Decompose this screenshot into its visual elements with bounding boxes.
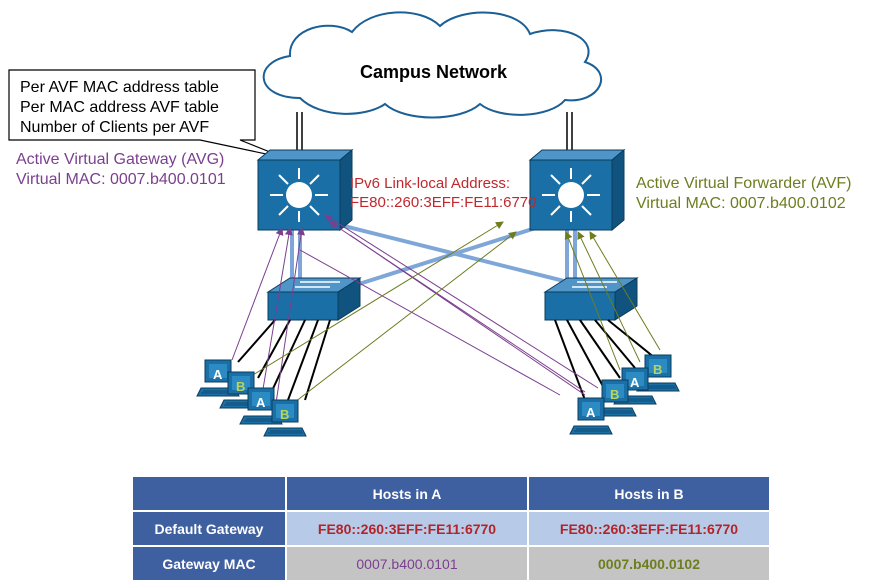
callout-box: [8, 69, 286, 159]
campus-network-cloud: [262, 11, 603, 119]
table-row: Default Gateway FE80::260:3EFF:FE11:6770…: [131, 510, 771, 547]
callout-line: Per AVF MAC address table: [20, 79, 219, 96]
avg-title: Active Virtual Gateway (AVG): [16, 151, 225, 168]
avg-label: Active Virtual Gateway (AVG) Virtual MAC…: [16, 150, 226, 190]
ipv6-label: IPv6 Link-local Address: FE80::260:3EFF:…: [350, 174, 537, 212]
host-label-a: A: [586, 405, 596, 420]
table-header-corner: [131, 475, 287, 512]
callout-line: Number of Clients per AVF: [20, 119, 210, 136]
table-header-hosts-b: Hosts in B: [527, 475, 771, 512]
access-switch-right: [543, 277, 639, 321]
gateway-table: Hosts in A Hosts in B Default Gateway FE…: [131, 475, 771, 582]
ipv6-address: FE80::260:3EFF:FE11:6770: [350, 194, 537, 211]
row-label-gateway-mac: Gateway MAC: [131, 545, 287, 582]
avg-router: [256, 148, 354, 232]
callout-text: Per AVF MAC address table Per MAC addres…: [20, 78, 219, 138]
table-header-hosts-a: Hosts in A: [285, 475, 529, 512]
avf-flows: [247, 221, 661, 413]
host-label-b: B: [610, 387, 619, 402]
host-cables: [237, 319, 656, 409]
cloud-title: Campus Network: [360, 62, 508, 82]
avf-title: Active Virtual Forwarder (AVF): [636, 175, 852, 192]
gateway-mac-b: 0007.b400.0102: [527, 545, 771, 582]
avf-router: [528, 148, 626, 232]
default-gateway-a: FE80::260:3EFF:FE11:6770: [285, 510, 529, 547]
host-label-a: A: [630, 375, 640, 390]
access-switch-left: [266, 277, 362, 321]
row-label-default-gateway: Default Gateway: [131, 510, 287, 547]
table-header-row: Hosts in A Hosts in B: [131, 475, 771, 512]
host-label-a: A: [256, 395, 266, 410]
host-label-b: B: [236, 379, 245, 394]
ipv6-title: IPv6 Link-local Address:: [350, 175, 511, 192]
host-label-b: B: [653, 362, 662, 377]
default-gateway-b: FE80::260:3EFF:FE11:6770: [527, 510, 771, 547]
cloud-uplinks: [296, 112, 573, 150]
host-label-b: B: [280, 407, 289, 422]
host-label-a: A: [213, 367, 223, 382]
hosts-group-b-right: [569, 354, 680, 435]
avg-flows: [231, 214, 599, 411]
avg-mac: Virtual MAC: 0007.b400.0101: [16, 171, 226, 188]
table-row: Gateway MAC 0007.b400.0101 0007.b400.010…: [131, 545, 771, 582]
gateway-mac-a: 0007.b400.0101: [285, 545, 529, 582]
avf-mac: Virtual MAC: 0007.b400.0102: [636, 195, 846, 212]
callout-line: Per MAC address AVF table: [20, 99, 219, 116]
avf-label: Active Virtual Forwarder (AVF) Virtual M…: [636, 174, 851, 214]
